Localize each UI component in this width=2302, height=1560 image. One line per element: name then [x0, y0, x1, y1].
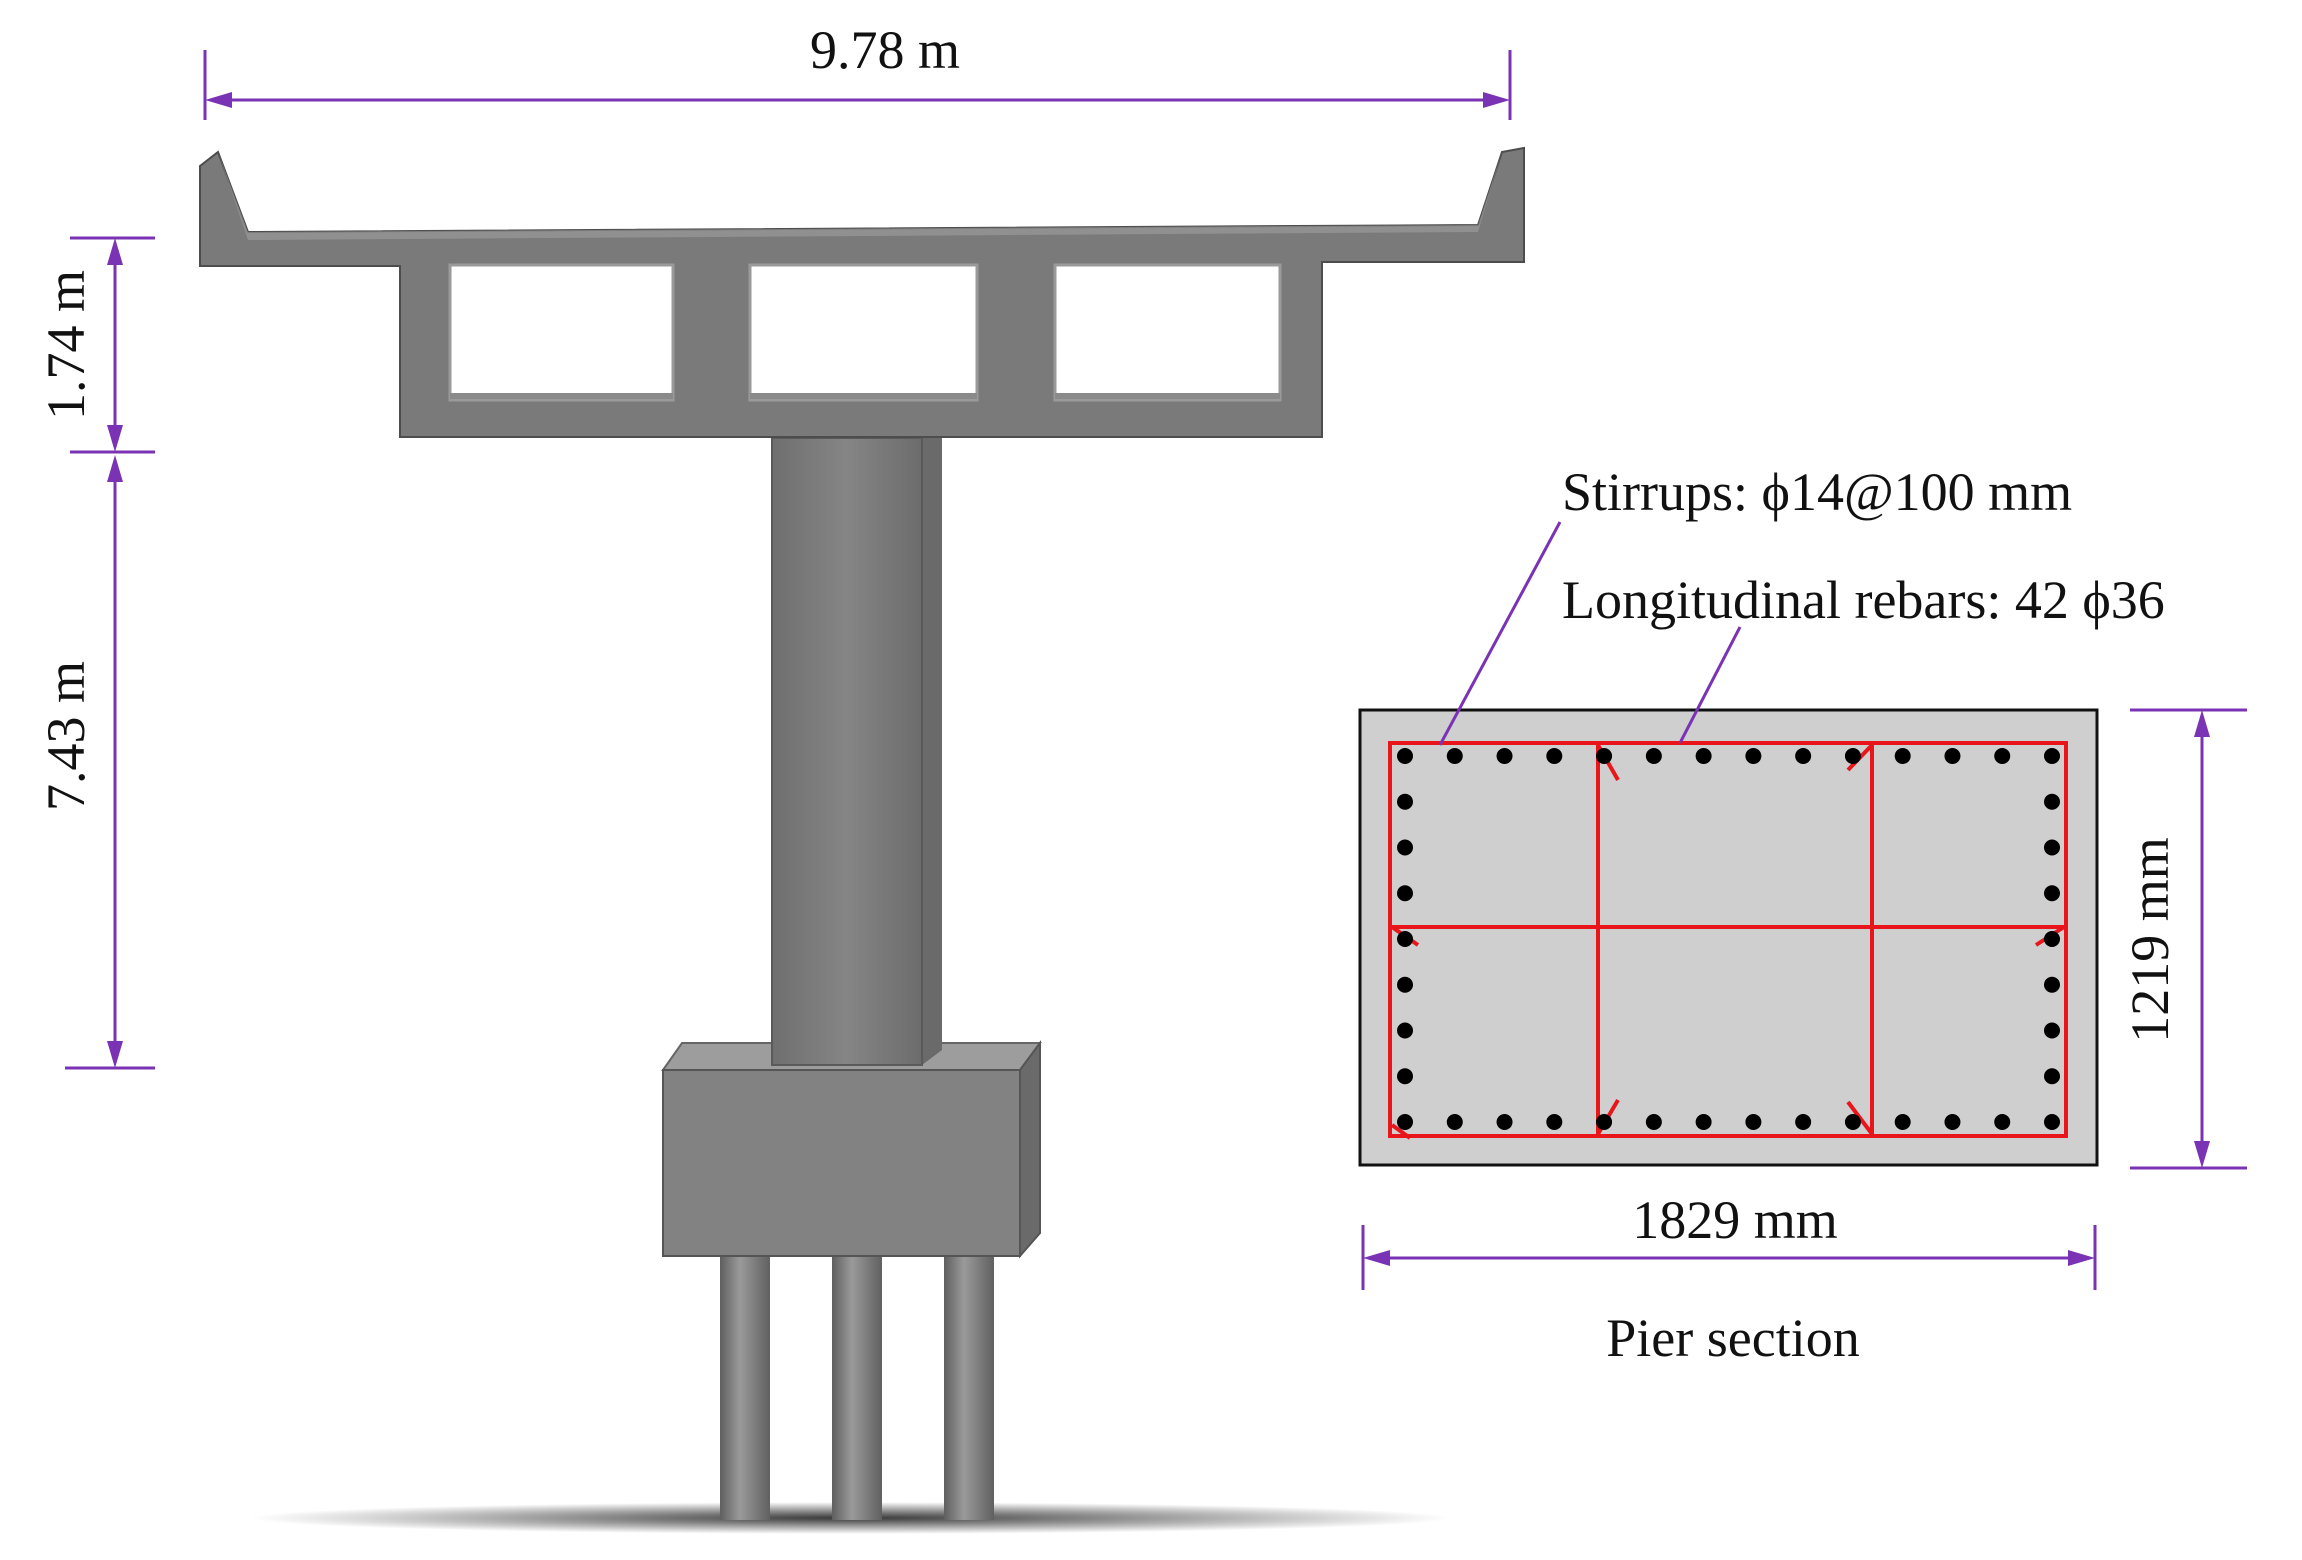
rebar-dot: [1894, 748, 1911, 764]
rebar-dot: [2044, 793, 2060, 810]
dimensions-model: [65, 50, 1512, 1070]
pile-left: [720, 1240, 770, 1520]
label-section-height: 1219 mm: [2120, 837, 2180, 1043]
dim-cap-height: [70, 236, 155, 454]
rebar-dot: [1944, 748, 1961, 764]
rebar-dot: [2044, 748, 2060, 764]
rebar-dot: [1546, 748, 1563, 764]
rebar-dot: [1844, 1114, 1861, 1130]
rebar-dot: [1994, 748, 2011, 764]
rebar-dot: [1496, 1114, 1513, 1130]
pile-right: [944, 1240, 994, 1520]
rebar-dot: [2044, 885, 2060, 902]
pier-section: Stirrups: ϕ14@100 mm Longitudinal rebars…: [1358, 462, 2247, 1368]
deck-top-face: [218, 152, 1502, 240]
rebar-dot: [2044, 839, 2060, 856]
pier-column: [771, 433, 942, 1066]
column-side: [922, 433, 942, 1065]
rebar-dot: [1596, 748, 1613, 764]
rebar-dot: [1645, 748, 1662, 764]
rebar-dot: [1894, 1114, 1911, 1130]
hook-7: [1390, 1123, 1412, 1140]
label-width: 9.78 m: [810, 20, 960, 80]
column-front: [771, 437, 923, 1066]
rebar-dot: [1795, 1114, 1812, 1130]
rebar-dot: [1397, 885, 1413, 902]
rebar-dot: [1397, 839, 1413, 856]
rebar-dot: [2044, 1114, 2060, 1130]
rebar-dot: [2044, 1068, 2060, 1085]
section-outline: [1358, 708, 2099, 1167]
pile-cap-side: [1019, 1039, 1041, 1259]
rebar-dot: [1944, 1114, 1961, 1130]
dim-section-width: [1361, 1225, 2097, 1290]
leader-longitudinal: [1678, 626, 1742, 744]
rebar-dot: [1397, 931, 1413, 947]
rebar-dot: [1695, 1114, 1712, 1130]
leader-stirrups: [1438, 521, 1562, 746]
label-pier-height: 7.43 m: [36, 661, 96, 811]
rebar-dot: [2044, 1022, 2060, 1039]
rebar-dot: [1844, 748, 1861, 764]
pier-model: [199, 146, 1525, 1534]
dim-width: [203, 50, 1512, 120]
stirrups: [1388, 741, 2068, 1140]
rebar-dot: [1994, 1114, 2011, 1130]
pile-cap-front: [662, 1069, 1021, 1257]
rebar-dot: [1745, 1114, 1762, 1130]
dim-pier-height: [65, 455, 155, 1070]
pile-center: [832, 1240, 882, 1520]
stirrup-hoop: [1388, 741, 2068, 1138]
cell-right: [1053, 263, 1282, 402]
label-stirrups: Stirrups: ϕ14@100 mm: [1562, 462, 2072, 522]
rebar-dot: [1397, 976, 1413, 993]
cap-beam: [199, 146, 1525, 438]
rebar-dot: [1397, 1114, 1413, 1130]
label-section-title: Pier section: [1606, 1308, 1859, 1368]
rebar-dot: [1596, 1114, 1613, 1130]
label-cap-height: 1.74 m: [36, 270, 96, 420]
rebar-dot: [1546, 1114, 1563, 1130]
piles: [720, 1240, 994, 1520]
cell-center: [748, 263, 979, 402]
rebar-dot: [2044, 976, 2060, 993]
rebar-dot: [1446, 1114, 1463, 1130]
rebar-dot: [1745, 748, 1762, 764]
rebar-dot: [1795, 748, 1812, 764]
rebar-dot: [1397, 793, 1413, 810]
rebar-dot: [1397, 1022, 1413, 1039]
dim-section-height: [2130, 708, 2247, 1170]
rebar-dot: [1397, 1068, 1413, 1085]
rebar-dot: [1446, 748, 1463, 764]
label-longitudinal: Longitudinal rebars: 42 ϕ36: [1562, 570, 2165, 630]
pile-cap: [661, 1039, 1042, 1259]
rebar-dot: [1695, 748, 1712, 764]
rebar-dot: [1645, 1114, 1662, 1130]
rebar-dot: [2044, 931, 2060, 947]
cell-left: [448, 263, 675, 402]
rebar-dot: [1496, 748, 1513, 764]
label-section-width: 1829 mm: [1632, 1190, 1838, 1250]
hook-4: [1846, 1100, 1874, 1136]
rebar-dot: [1397, 748, 1413, 764]
longitudinal-rebars: [1397, 748, 2060, 1130]
